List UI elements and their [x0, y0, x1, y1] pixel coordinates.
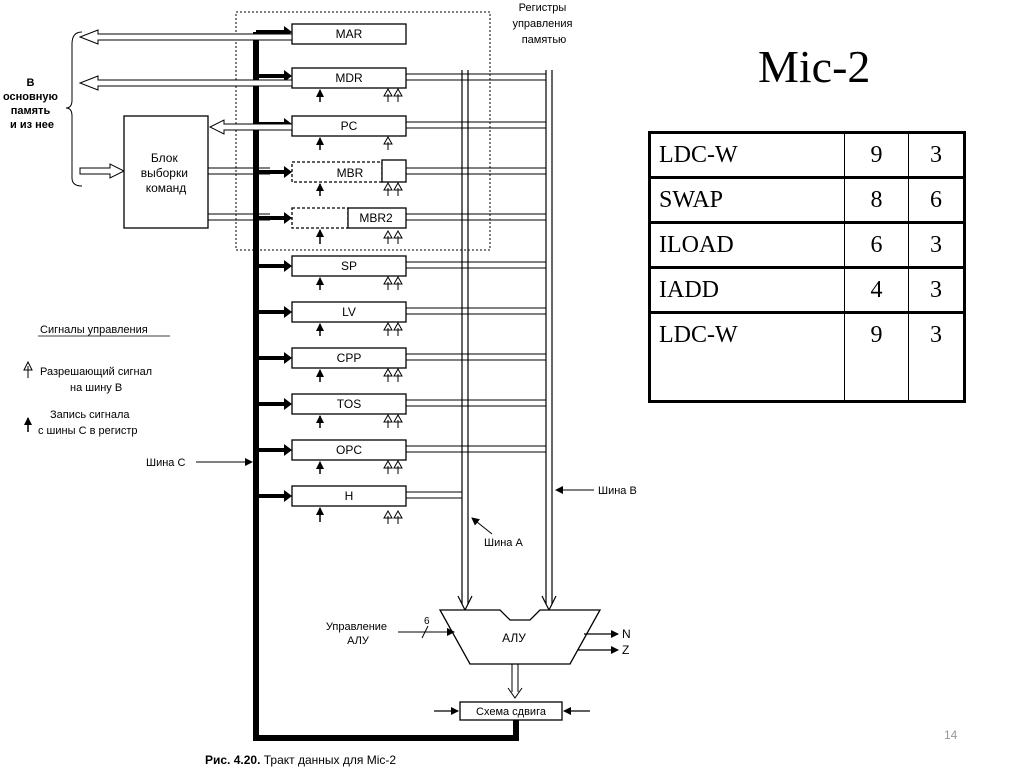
- alu-label: АЛУ: [502, 631, 526, 645]
- table-row: IADD 4 3: [649, 267, 965, 314]
- register-mbr-ext: [381, 159, 407, 183]
- table-row: LDC-W 9 3: [649, 312, 965, 402]
- value-cell: 6: [908, 177, 965, 224]
- register-sp-label: SP: [341, 259, 357, 273]
- legend-title: Сигналы управления: [40, 324, 148, 336]
- alu-control-label-1: Управление: [326, 621, 387, 633]
- memory-label-4: и из нее: [10, 119, 54, 131]
- value-cell: 8: [844, 177, 909, 224]
- alu-shape: [438, 609, 602, 665]
- register-tos: [291, 393, 407, 415]
- flag-z-label: Z: [622, 643, 629, 657]
- memory-label-1: В: [26, 77, 34, 89]
- instr-cell: SWAP: [649, 177, 845, 224]
- instr-cell: ILOAD: [649, 222, 845, 269]
- memory-registers-region: [235, 11, 491, 251]
- flag-n-label: N: [622, 627, 631, 641]
- legend-c-1: Запись сигнала: [50, 409, 130, 421]
- svg-text:Запись сигнала с шины C в: Запись сигнала с шины C в регистр: [38, 409, 138, 437]
- register-lv: [291, 301, 407, 323]
- alu-control-label-2: АЛУ: [347, 635, 370, 647]
- instruction-table: LDC-W 9 3 SWAP 8 6 ILOAD 6 3 IADD 4 3 LD…: [648, 131, 966, 403]
- register-mdr-label: MDR: [335, 71, 363, 85]
- ifu-arrows: [208, 119, 293, 221]
- register-opc: [291, 439, 407, 461]
- legend-c-2: с шины C в регистр: [38, 425, 138, 437]
- value-cell: 9: [844, 132, 909, 179]
- value-cell: 3: [908, 132, 965, 179]
- svg-text:В основную память: В основную память и из нее: [3, 77, 61, 131]
- slide-title: Mic-2: [758, 41, 871, 92]
- svg-text:Регистры управления па: Регистры управления памятью: [512, 2, 575, 46]
- bus-c-label: Шина C: [146, 457, 185, 469]
- value-cell: 3: [908, 267, 965, 314]
- alu-control-bits: 6: [424, 616, 430, 627]
- memory-label-2: основную: [3, 91, 58, 103]
- register-cpp-label: CPP: [337, 351, 362, 365]
- register-mdr: [291, 67, 407, 89]
- register-bus-b-links: [406, 73, 546, 499]
- ifu-label-3: команд: [146, 181, 187, 195]
- ifu-label-2: выборки: [141, 166, 188, 180]
- bus-b-line: [541, 70, 557, 612]
- register-opc-label: OPC: [336, 443, 362, 457]
- value-cell: 6: [844, 222, 909, 269]
- figure-caption: Рис. 4.20. Тракт данных для Mic-2: [205, 753, 396, 767]
- table-row: ILOAD 6 3: [649, 222, 965, 269]
- bus-a-line: [457, 70, 473, 612]
- value-cell: 3: [908, 312, 965, 402]
- register-mar-label: MAR: [336, 27, 363, 41]
- legend-b-1: Разрешающий сигнал: [40, 366, 152, 378]
- bus-c-line: [253, 32, 519, 741]
- value-cell: 3: [908, 222, 965, 269]
- instr-cell: LDC-W: [649, 312, 845, 402]
- value-cell: 4: [844, 267, 909, 314]
- svg-text:Разрешающий сигнал на шину: Разрешающий сигнал на шину B: [40, 366, 155, 394]
- register-mbr-label: MBR: [337, 166, 364, 180]
- value-cell: 9: [844, 312, 909, 402]
- shifter-box: [459, 701, 563, 721]
- instr-cell: IADD: [649, 267, 845, 314]
- ifu-label-1: Блок: [151, 151, 179, 165]
- legend-b-2: на шину B: [70, 382, 122, 394]
- memory-bracket: [65, 31, 83, 187]
- bus-a-label: Шина A: [484, 537, 523, 549]
- register-h-label: H: [345, 489, 354, 503]
- enable-legend-icon: [23, 360, 33, 378]
- enable-signal-arrows: [383, 87, 403, 524]
- mem-regs-label-1: Регистры: [519, 2, 567, 14]
- register-h: [291, 485, 407, 507]
- register-mbr2-ext: [347, 207, 407, 229]
- memory-label-3: память: [11, 105, 51, 117]
- caption-text: Тракт данных для Mic-2: [260, 753, 397, 767]
- table-row: SWAP 8 6: [649, 177, 965, 224]
- svg-text:Управление АЛУ: Управление АЛУ: [326, 621, 390, 647]
- register-mbr2: [291, 207, 349, 229]
- register-sp: [291, 255, 407, 277]
- memory-arrows: [78, 29, 293, 179]
- bus-c-taps: [256, 30, 284, 498]
- mem-regs-label-2: управления: [512, 18, 572, 30]
- register-lv-label: LV: [342, 305, 356, 319]
- mem-regs-label-3: памятью: [522, 34, 567, 46]
- instr-cell: LDC-W: [649, 132, 845, 179]
- bus-b-label: Шина B: [598, 485, 637, 497]
- register-mbr2-label: MBR2: [359, 211, 393, 225]
- caption-label: Рис. 4.20.: [205, 753, 261, 767]
- shifter-label: Схема сдвига: [476, 706, 547, 718]
- table-row: LDC-W 9 3: [649, 132, 965, 179]
- ifu-box: [123, 115, 209, 229]
- svg-text:Блок выборки команд: Блок выборки команд: [141, 151, 192, 195]
- page-number: 14: [944, 728, 958, 742]
- register-tos-label: TOS: [337, 397, 361, 411]
- register-pc-label: PC: [341, 119, 358, 133]
- register-cpp: [291, 347, 407, 369]
